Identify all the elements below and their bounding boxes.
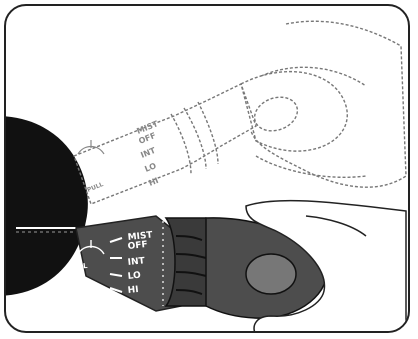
upper-stalk	[74, 72, 347, 204]
hand-icon	[251, 21, 406, 187]
illustration-frame: MIST OFF INT LO HI PULL	[4, 4, 410, 333]
wiper-stalk-diagram: MIST OFF INT LO HI PULL	[6, 6, 410, 333]
upper-label-2: INT	[139, 146, 157, 160]
upper-label-3: LO	[143, 161, 157, 174]
upper-label-pull: PULL	[86, 181, 104, 194]
lower-label-2: INT	[127, 256, 146, 268]
lower-label-3: LO	[127, 271, 141, 282]
windshield-washer-icon	[78, 140, 104, 154]
lower-label-1: OFF	[127, 240, 148, 252]
upper-stalk-labels: MIST OFF INT LO HI PULL	[86, 119, 160, 194]
lower-label-4: HI	[127, 285, 139, 296]
end-cap-button	[246, 254, 296, 294]
